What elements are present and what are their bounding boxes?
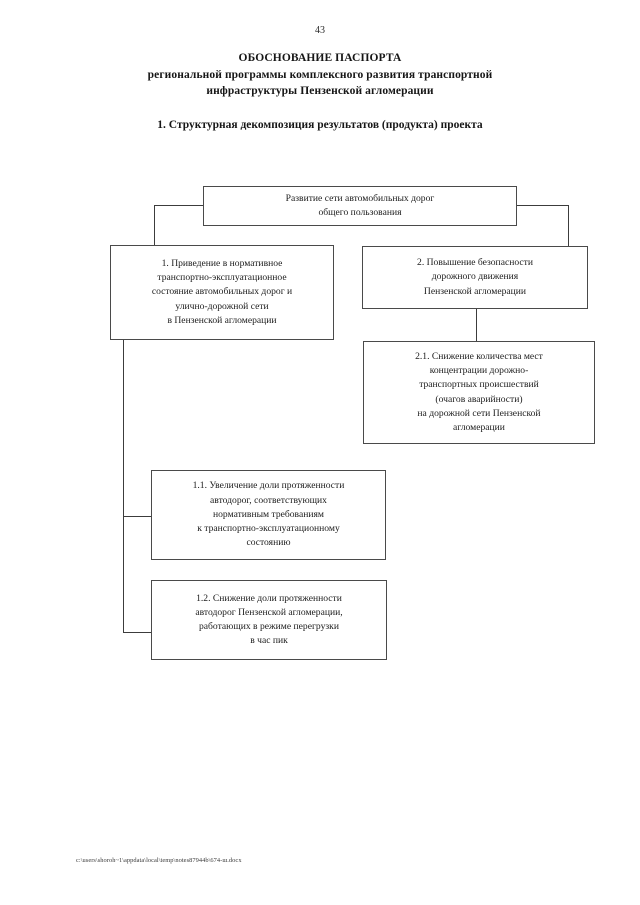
node-branch-2: 2. Повышение безопасности дорожного движ…	[362, 246, 588, 309]
connector-root-to-branch2-vertical	[568, 205, 569, 247]
node-root-label: Развитие сети автомобильных дорог общего…	[285, 192, 435, 218]
node-branch-1: 1. Приведение в нормативное транспортно-…	[110, 245, 334, 340]
node-branch-2-1: 2.1. Снижение количества мест концентрац…	[363, 341, 595, 444]
page-number: 43	[315, 25, 325, 36]
title-line-1: ОБОСНОВАНИЕ ПАСПОРТА	[238, 52, 402, 64]
section-heading: 1. Структурная декомпозиция результатов …	[157, 119, 483, 131]
connector-root-to-branch2-horizontal	[517, 205, 569, 206]
connector-root-to-branch1-vertical	[154, 205, 155, 246]
node-branch-1-1-label: 1.1. Увеличение доли протяженности автод…	[192, 480, 345, 549]
connector-branch1-to-branch1-1	[123, 516, 152, 517]
node-branch-1-2: 1.2. Снижение доли протяженности автодор…	[151, 580, 387, 660]
node-branch-2-label: 2. Повышение безопасности дорожного движ…	[417, 257, 533, 297]
connector-branch2-to-branch2-1	[476, 309, 477, 341]
connector-branch1-spine	[123, 340, 124, 633]
node-branch-1-1: 1.1. Увеличение доли протяженности автод…	[151, 470, 386, 560]
footer-file-path: c:\users\shoroh~1\appdata\local\temp\not…	[76, 857, 242, 864]
node-branch-1-2-label: 1.2. Снижение доли протяженности автодор…	[195, 592, 343, 647]
connector-branch1-to-branch1-2	[123, 632, 152, 633]
title-line-3: инфраструктуры Пензенской агломерации	[206, 85, 434, 97]
node-branch-2-1-label: 2.1. Снижение количества мест концентрац…	[415, 350, 543, 433]
node-root: Развитие сети автомобильных дорог общего…	[203, 186, 517, 226]
node-branch-1-label: 1. Приведение в нормативное транспортно-…	[151, 257, 293, 326]
connector-root-to-branch1-horizontal	[154, 205, 204, 206]
document-title: ОБОСНОВАНИЕ ПАСПОРТА региональной програ…	[70, 50, 570, 100]
title-line-2: региональной программы комплексного разв…	[147, 68, 493, 81]
